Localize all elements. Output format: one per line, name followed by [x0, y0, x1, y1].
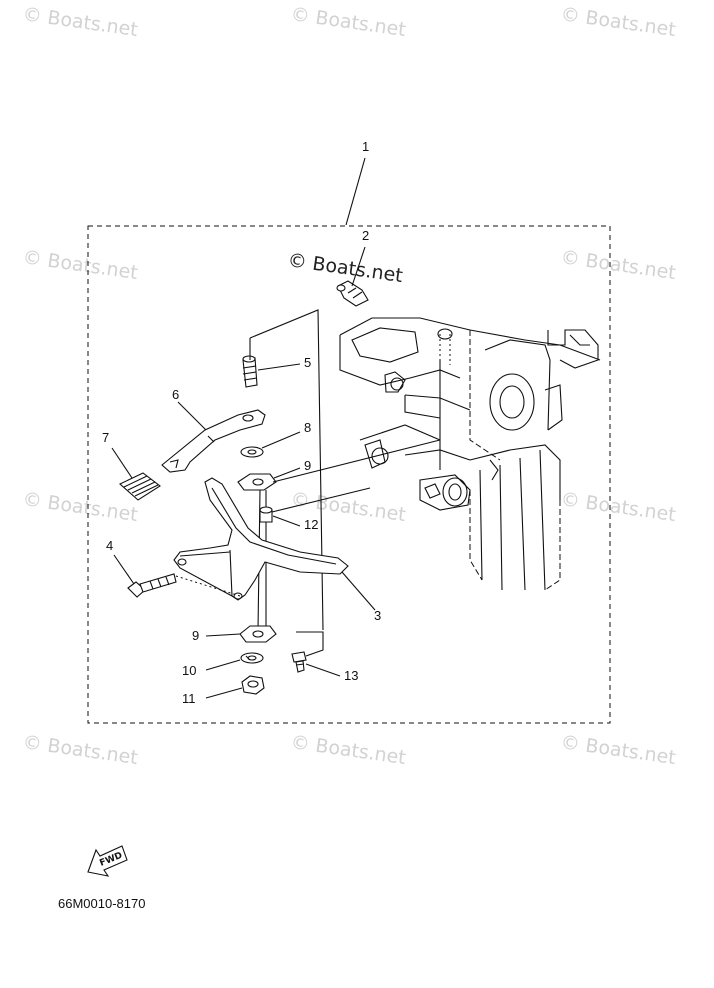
- callout-10: 10: [182, 663, 196, 678]
- shaft-reference-line: [272, 360, 441, 483]
- assembly-reference-line: [175, 575, 241, 597]
- callout-7: 7: [102, 430, 109, 445]
- leader-8: [261, 431, 301, 449]
- part-9-lower-plate: [239, 625, 277, 643]
- watermark-layer: © Boats.net © Boats.net © Boats.net © Bo…: [21, 3, 677, 769]
- part-6-plate: [161, 409, 266, 473]
- engine-bracket-background: [339, 317, 601, 591]
- shaft-reference-line: [271, 487, 371, 513]
- assembly-outline: [87, 225, 611, 724]
- watermark: © Boats.net: [21, 246, 139, 284]
- part-code: 66M0010-8170: [58, 896, 145, 911]
- callout-11: 11: [182, 691, 196, 706]
- leader-1: [345, 157, 366, 226]
- leader-13: [305, 663, 341, 677]
- watermark: © Boats.net: [559, 488, 677, 526]
- leader-6: [177, 401, 207, 431]
- callout-5: 5: [304, 355, 311, 370]
- leader-5: [257, 363, 301, 371]
- part-9-upper-plate: [237, 473, 277, 491]
- watermark: © Boats.net: [21, 488, 139, 526]
- assembly-reference-line: [296, 631, 324, 657]
- assembly-reference-line: [249, 309, 324, 631]
- leader-7: [111, 447, 133, 479]
- leader-2: [351, 246, 366, 287]
- watermark: © Boats.net: [559, 3, 677, 41]
- callout-8: 8: [304, 420, 311, 435]
- leader-4: [113, 554, 135, 585]
- leader-11: [205, 687, 243, 699]
- watermark: © Boats.net: [289, 3, 407, 41]
- leader-3: [341, 571, 376, 611]
- part-4-bolt: [127, 573, 177, 598]
- part-13-screw: [291, 651, 307, 673]
- part-3-bracket: [173, 477, 349, 601]
- callout-4: 4: [106, 538, 113, 553]
- callout-2: 2: [362, 228, 369, 243]
- leader-9-upper: [273, 467, 301, 479]
- watermark-prominent: © Boats.net: [286, 249, 404, 287]
- leader-12: [272, 515, 301, 527]
- part-11-nut: [241, 675, 265, 695]
- callout-6: 6: [172, 387, 179, 402]
- callout-13: 13: [344, 668, 358, 683]
- watermark: © Boats.net: [289, 731, 407, 769]
- watermark: © Boats.net: [21, 3, 139, 41]
- part-2-grease-nipple: [336, 280, 369, 307]
- callout-3: 3: [374, 608, 381, 623]
- callout-9-lower: 9: [192, 628, 199, 643]
- callout-1: 1: [362, 139, 369, 154]
- part-5-pin: [242, 355, 258, 388]
- watermark: © Boats.net: [559, 731, 677, 769]
- fwd-arrow-icon: FWD: [87, 845, 128, 877]
- part-12-collar: [259, 506, 273, 523]
- callout-9-upper: 9: [304, 458, 311, 473]
- part-7-grip: [119, 472, 161, 501]
- leader-10: [205, 659, 241, 671]
- part-8-washer: [240, 446, 264, 458]
- leader-9-lower: [205, 633, 241, 637]
- part-10-spring-washer: [240, 652, 264, 664]
- watermark: © Boats.net: [559, 246, 677, 284]
- callout-12: 12: [304, 517, 318, 532]
- watermark: © Boats.net: [21, 731, 139, 769]
